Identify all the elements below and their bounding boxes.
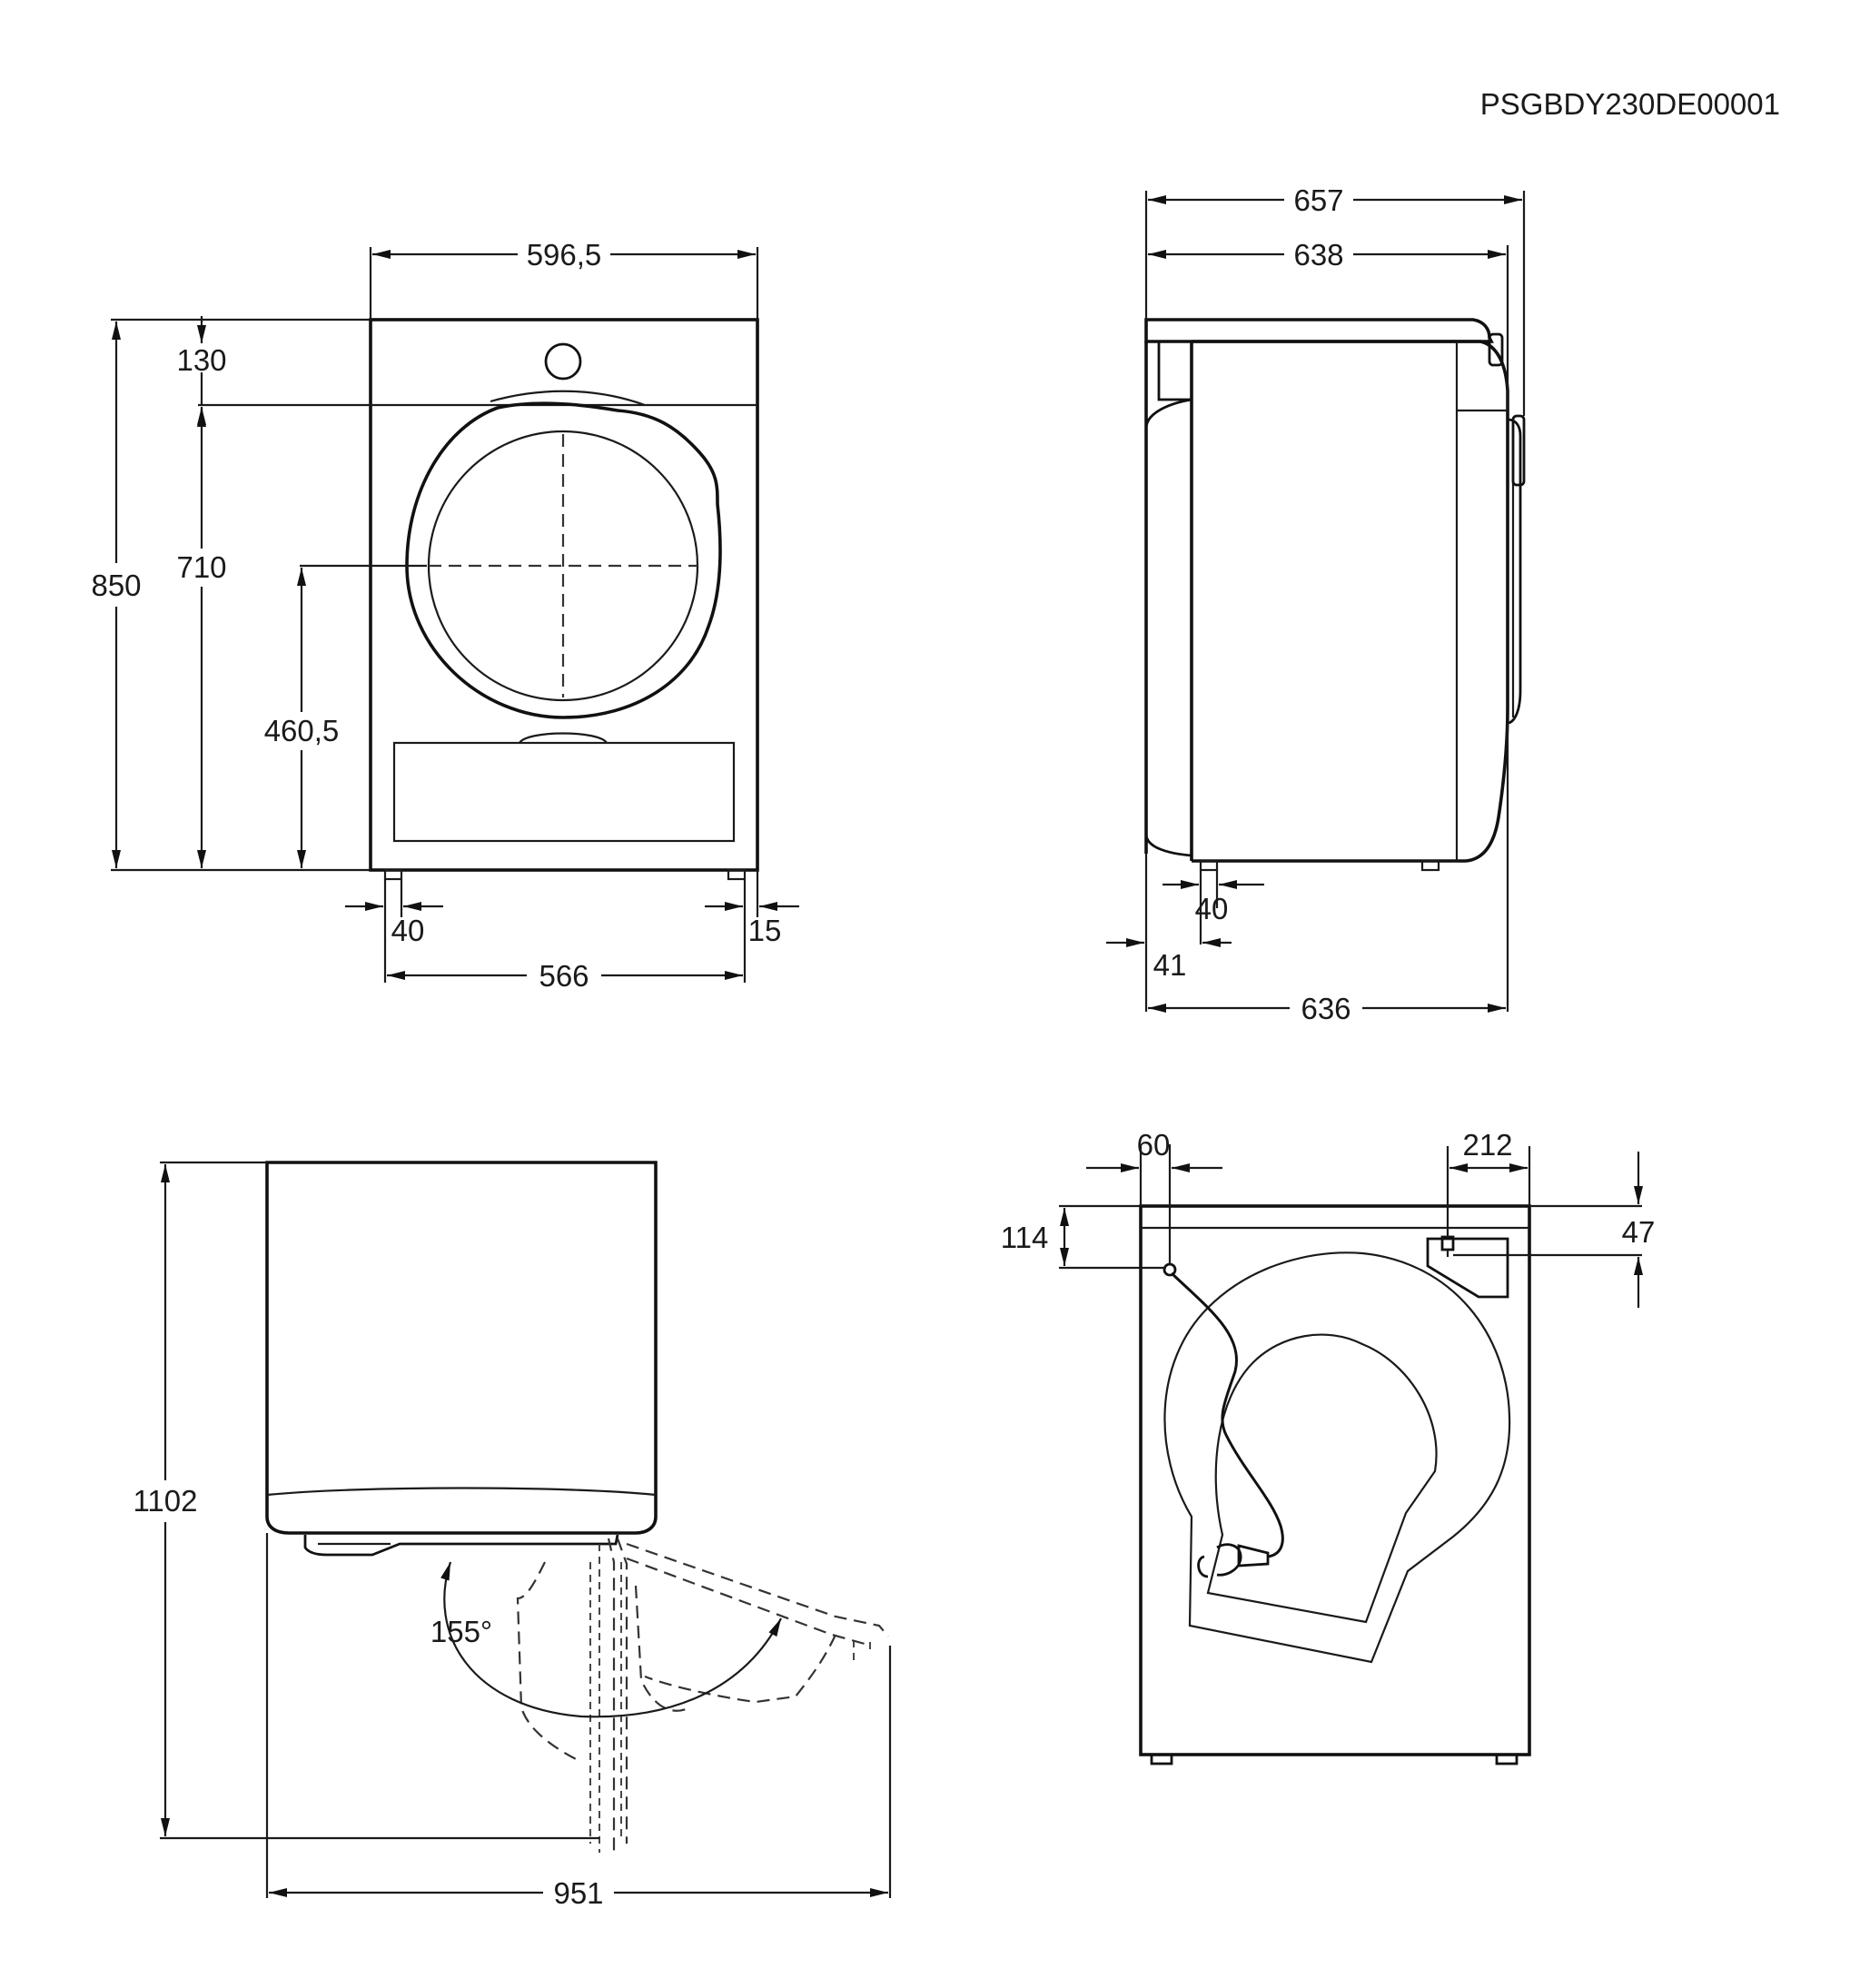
depth-top-label: 638	[1293, 238, 1343, 272]
rear-cabinet	[1139, 1204, 1531, 1756]
depth-feet-label: 636	[1301, 992, 1350, 1025]
side-view: 657 638 40 41 636	[1106, 183, 1526, 1025]
door-angle-label: 155°	[430, 1615, 492, 1648]
power-cable	[1170, 1271, 1284, 1558]
width-open-label: 951	[553, 1876, 603, 1910]
front-width-label: 596,5	[527, 238, 602, 272]
drum-back	[1163, 1251, 1511, 1664]
top-view: 155° 1102 951	[134, 1161, 892, 1910]
air-duct	[1206, 1333, 1438, 1624]
front-offset-label: 41	[1153, 948, 1187, 982]
cable-top-offset-label: 114	[1001, 1221, 1049, 1254]
front-cabinet	[369, 318, 759, 872]
rear-view: 60 212 114 47	[1001, 1128, 1656, 1765]
top-cabinet	[265, 1161, 658, 1535]
program-knob	[544, 342, 582, 381]
depth-total-label: 657	[1293, 183, 1343, 217]
reference-code: PSGBDY230DE00001	[1480, 87, 1780, 121]
door-center-height-label: 460,5	[264, 714, 340, 747]
side-cabinet	[1144, 340, 1509, 863]
outlet-side-offset-label: 212	[1462, 1128, 1512, 1162]
foot-inset-right-label: 15	[748, 914, 782, 947]
side-top	[1144, 318, 1494, 343]
foot-inset-left-label: 40	[391, 914, 425, 947]
outlet-box	[1426, 1237, 1509, 1299]
cable-side-offset-label: 60	[1137, 1128, 1171, 1162]
filter-drawer	[392, 741, 736, 843]
top-panel-label: 130	[176, 343, 226, 377]
side-foot-offset-label: 40	[1195, 892, 1229, 925]
feet-span-label: 566	[539, 959, 589, 993]
body-height-label: 710	[176, 550, 226, 584]
depth-open-label: 1102	[134, 1484, 198, 1518]
front-height-label: 850	[91, 569, 141, 602]
outlet-top-offset-label: 47	[1622, 1215, 1656, 1249]
front-view: 596,5 850 130 710 460,5 40 15 566	[91, 238, 799, 993]
